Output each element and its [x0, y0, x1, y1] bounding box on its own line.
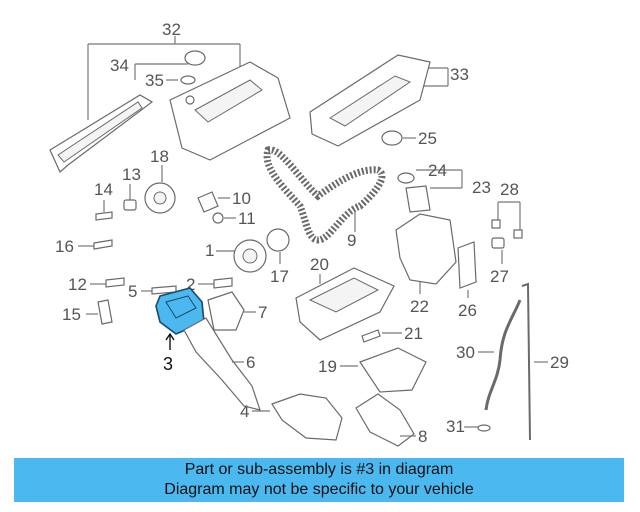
part-26 [457, 241, 477, 289]
callout-19[interactable]: 19 [318, 357, 337, 376]
callout-11[interactable]: 11 [238, 209, 256, 228]
callout-29[interactable]: 29 [550, 353, 569, 372]
callout-22[interactable]: 22 [410, 297, 429, 316]
callout-20[interactable]: 20 [310, 255, 329, 274]
callout-17[interactable]: 17 [270, 267, 289, 286]
callout-25[interactable]: 25 [418, 129, 437, 148]
callout-7[interactable]: 7 [258, 303, 267, 322]
callout-3[interactable]: 3 [163, 354, 173, 374]
oil-filter [405, 185, 431, 213]
callout-21[interactable]: 21 [404, 324, 423, 343]
callout-16[interactable]: 16 [55, 237, 74, 256]
callout-18[interactable]: 18 [150, 147, 169, 166]
callout-6[interactable]: 6 [246, 353, 255, 372]
callout-15[interactable]: 15 [62, 305, 81, 324]
callout-31[interactable]: 31 [446, 417, 465, 436]
banner-line-2: Diagram may not be specific to your vehi… [164, 481, 474, 498]
timing-belt [263, 146, 386, 244]
callout-9[interactable]: 9 [347, 231, 356, 250]
callout-23[interactable]: 23 [472, 178, 491, 197]
cap-seal-ring [180, 75, 196, 85]
dipstick [521, 282, 531, 441]
dipstick-tube [484, 299, 522, 411]
valve-cover-left [169, 61, 291, 161]
timing-cover-7 [207, 291, 245, 331]
callout-8[interactable]: 8 [418, 427, 427, 446]
oil-filler-cap [184, 50, 206, 66]
callout-13[interactable]: 13 [122, 165, 141, 184]
callout-26[interactable]: 26 [458, 301, 477, 320]
engine-parts-diagram: 32 34 35 33 25 9 18 13 14 10 11 16 [49, 20, 569, 447]
callout-35[interactable]: 35 [145, 71, 164, 90]
callout-14[interactable]: 14 [94, 180, 113, 199]
oil-pan-lower [359, 347, 427, 393]
label-group-32: 32 [87, 20, 241, 120]
callout-2[interactable]: 2 [186, 275, 195, 294]
seal-25 [381, 130, 403, 146]
banner-line-1: Part or sub-assembly is #3 in diagram [184, 461, 454, 478]
oil-pump-22 [395, 213, 457, 285]
callout-12[interactable]: 12 [68, 275, 87, 294]
callout-28[interactable]: 28 [500, 180, 519, 199]
callout-24[interactable]: 24 [428, 161, 447, 180]
callout-27[interactable]: 27 [490, 267, 509, 286]
engine-bracket-4 [271, 393, 343, 441]
callout-4[interactable]: 4 [240, 402, 249, 421]
bracket-8 [355, 393, 415, 447]
callout-34[interactable]: 34 [110, 56, 129, 75]
callout-33[interactable]: 33 [450, 65, 469, 84]
callout-32[interactable]: 32 [162, 20, 181, 39]
callout-5[interactable]: 5 [128, 282, 137, 301]
info-banner: Part or sub-assembly is #3 in diagram Di… [14, 458, 624, 502]
callout-10[interactable]: 10 [232, 189, 251, 208]
callout-30[interactable]: 30 [456, 343, 475, 362]
callout-1[interactable]: 1 [205, 241, 214, 260]
timing-cover-6 [183, 317, 261, 411]
crank-sprocket [266, 228, 290, 252]
